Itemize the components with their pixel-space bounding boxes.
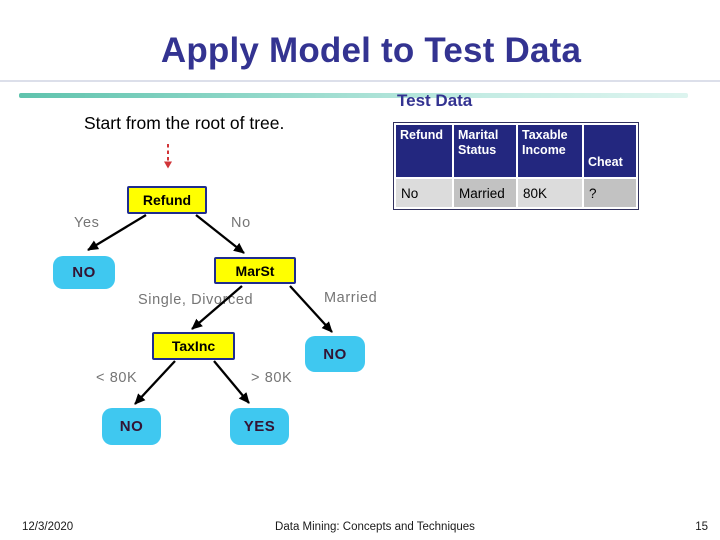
instruction-text: Start from the root of tree. bbox=[84, 113, 285, 133]
column-header-marital-status: Marital Status bbox=[454, 125, 516, 177]
branch-label-yes: Yes bbox=[74, 215, 100, 231]
accent-bar bbox=[19, 93, 688, 98]
edge-taxinc-no bbox=[134, 360, 176, 405]
cell-refund: No bbox=[396, 179, 452, 207]
table-row: No Married 80K ? bbox=[396, 179, 636, 207]
branch-label-married: Married bbox=[324, 290, 378, 306]
tree-leaf-no-lt-80k: NO bbox=[102, 408, 161, 445]
tree-node-refund: Refund bbox=[127, 186, 207, 214]
tree-leaf-no-married: NO bbox=[305, 336, 365, 372]
tree-leaf-yes-gt-80k: YES bbox=[230, 408, 289, 445]
cell-taxable-income: 80K bbox=[518, 179, 582, 207]
footer-course-title: Data Mining: Concepts and Techniques bbox=[275, 521, 475, 533]
edge-taxinc-yes bbox=[213, 360, 250, 404]
column-header-cheat: Cheat bbox=[584, 125, 636, 177]
cell-cheat: ? bbox=[584, 179, 636, 207]
footer-date: 12/3/2020 bbox=[22, 521, 74, 533]
column-header-refund: Refund bbox=[396, 125, 452, 177]
branch-label-lt-80k: < 80K bbox=[96, 370, 138, 386]
branch-label-single-divorced: Single, Divorced bbox=[138, 292, 254, 308]
footer-page-number: 15 bbox=[695, 521, 708, 533]
test-record-table: Refund Marital Status Taxable Income Che… bbox=[393, 122, 639, 210]
slide-title: Apply Model to Test Data bbox=[160, 31, 582, 70]
tree-node-taxinc: TaxInc bbox=[152, 332, 235, 360]
test-data-label: Test Data bbox=[397, 91, 473, 110]
divider-line bbox=[0, 80, 720, 82]
tree-leaf-no-refund-yes: NO bbox=[53, 256, 115, 289]
table-header-row: Refund Marital Status Taxable Income Che… bbox=[396, 125, 636, 177]
tree-node-marst: MarSt bbox=[214, 257, 296, 284]
branch-label-gt-80k: > 80K bbox=[251, 370, 293, 386]
branch-label-no: No bbox=[231, 215, 251, 231]
cell-marital-status: Married bbox=[454, 179, 516, 207]
column-header-taxable-income: Taxable Income bbox=[518, 125, 582, 177]
